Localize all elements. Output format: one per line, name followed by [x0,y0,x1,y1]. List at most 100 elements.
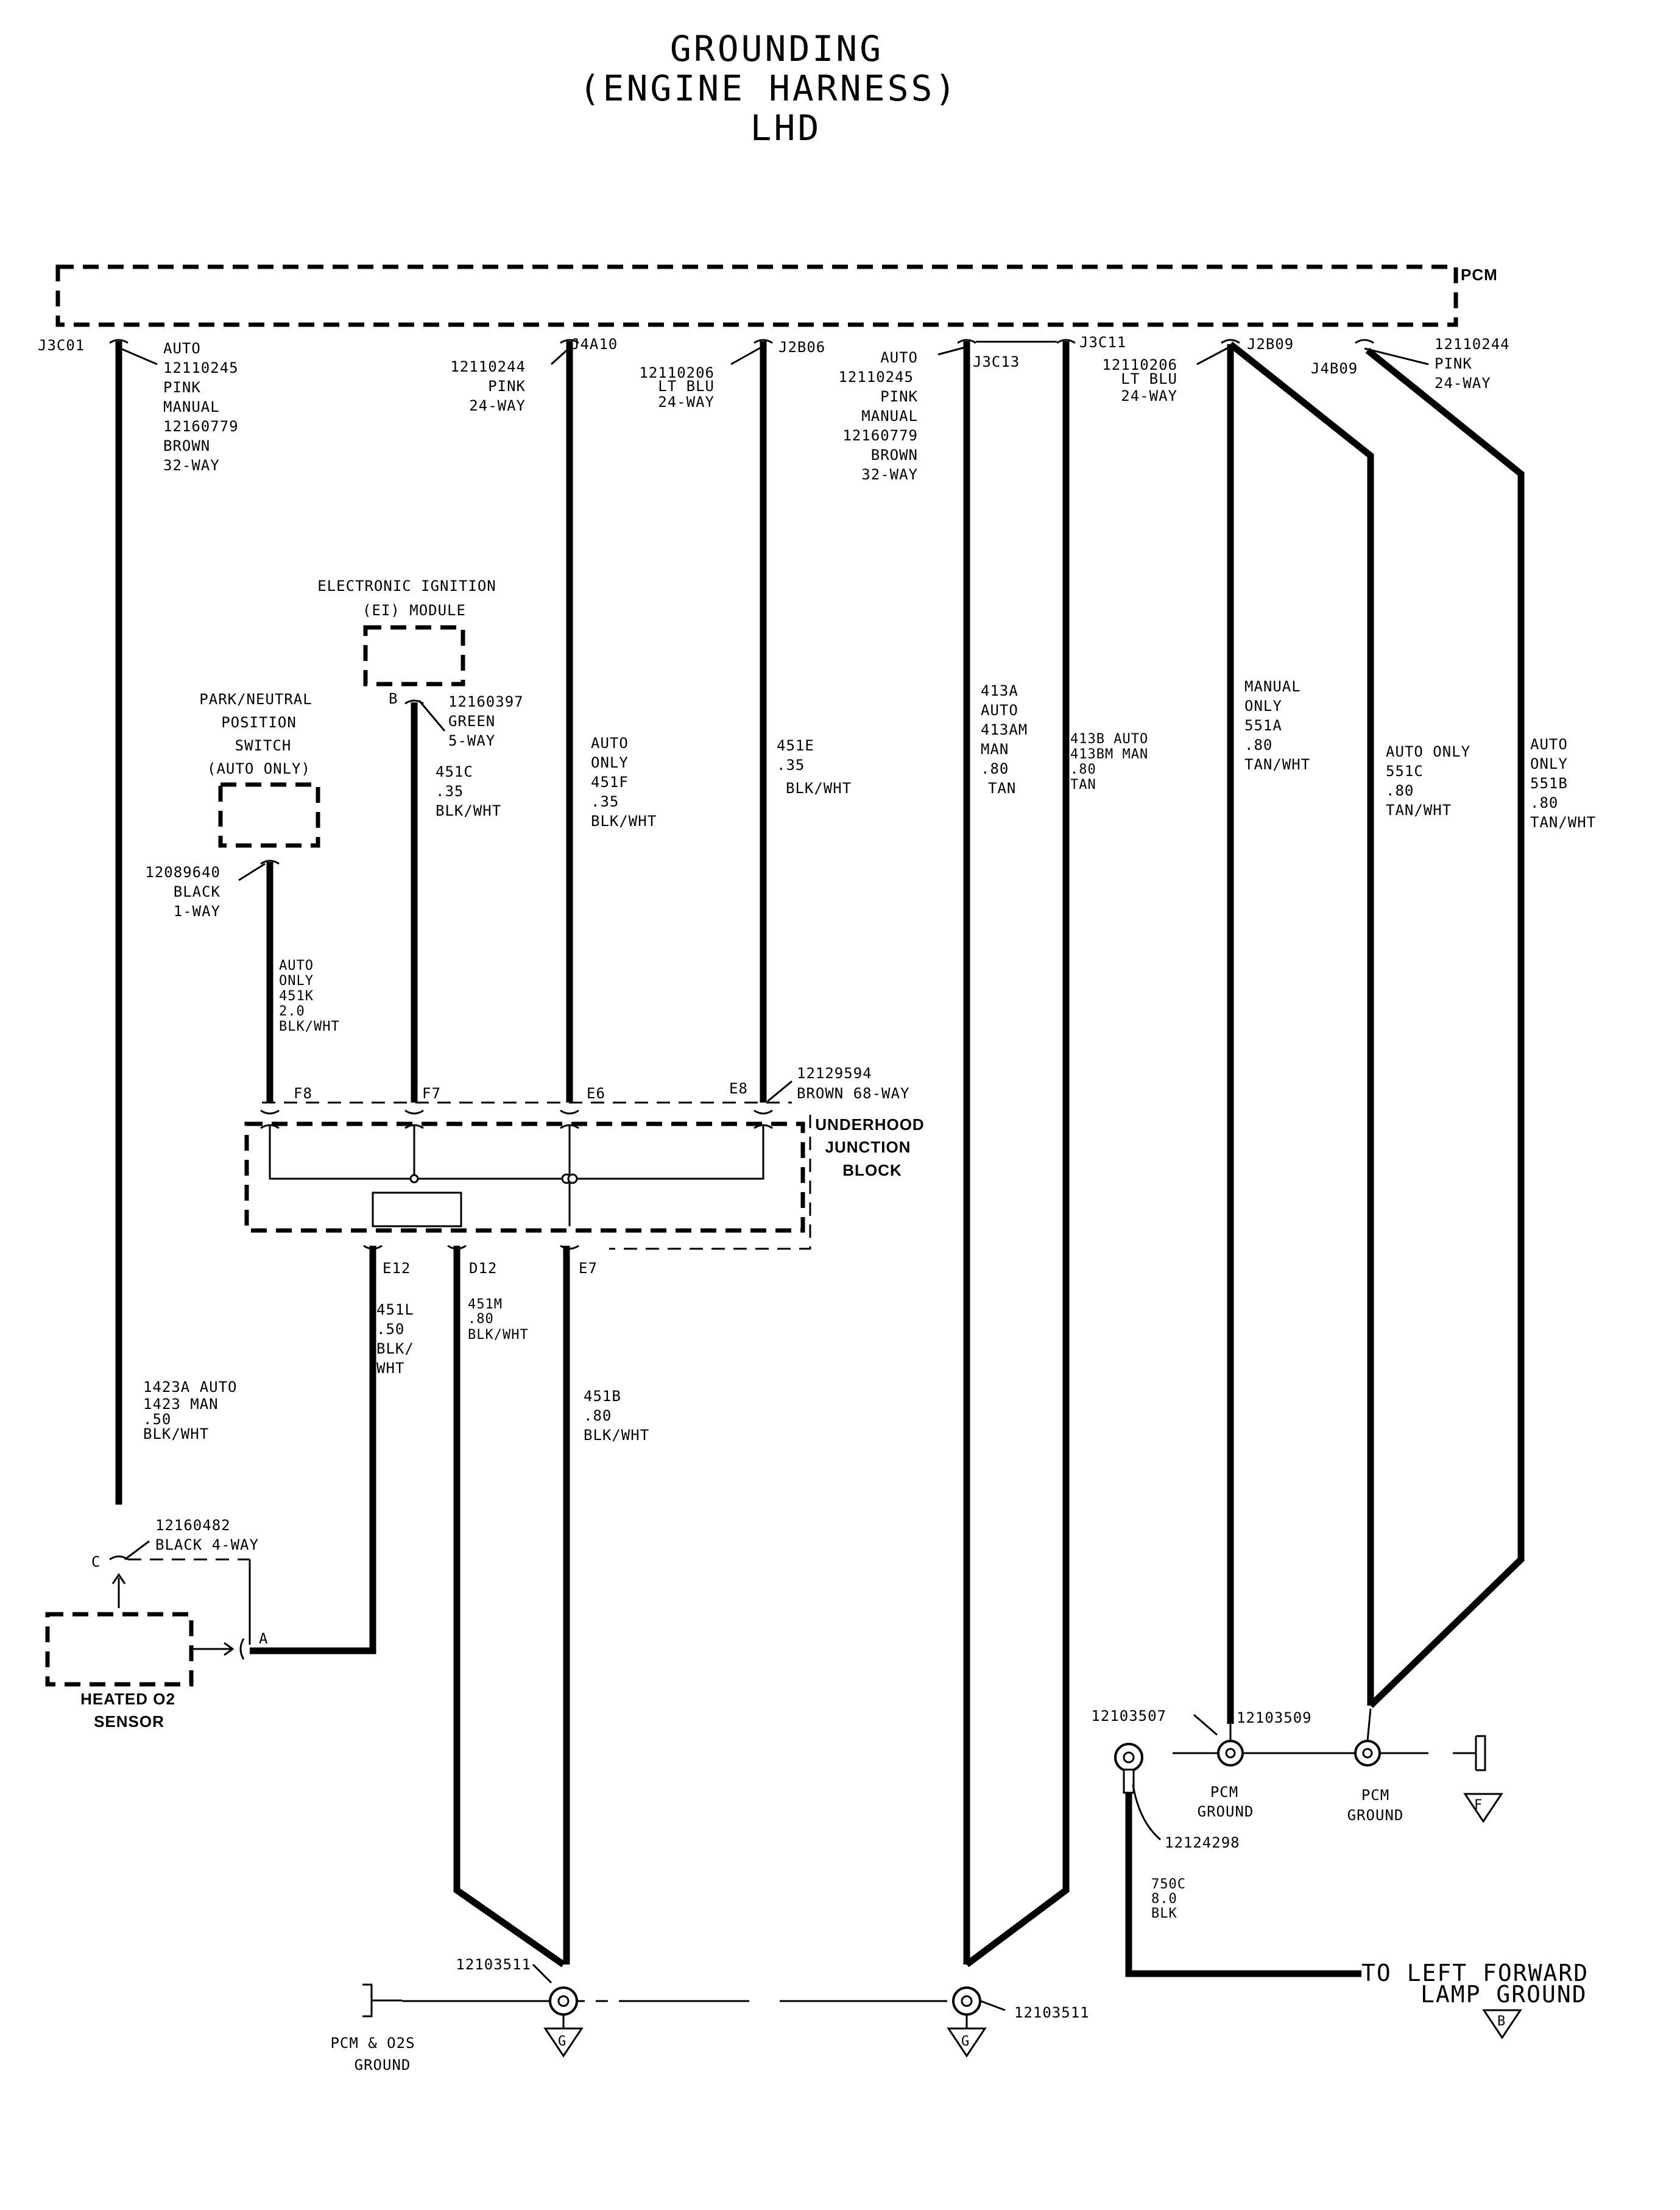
svg-text:D12: D12 [469,1260,497,1277]
svg-text:ONLY: ONLY [1530,755,1568,772]
pcm-module-box [55,264,1458,327]
svg-text:12089640: 12089640 [145,864,221,881]
svg-text:SWITCH: SWITCH [235,737,292,754]
svg-text:BLACK 4-WAY: BLACK 4-WAY [155,1536,259,1553]
svg-text:POSITION: POSITION [221,714,297,731]
pin-j3c13: J3C13 [973,353,1020,370]
connector-info-c5: 12110206 LT BLU 24-WAY [1102,346,1230,404]
title-line-3: LHD [750,107,822,149]
svg-text:.80: .80 [1244,736,1272,754]
svg-text:F8: F8 [294,1085,312,1102]
svg-text:MANUAL: MANUAL [861,408,918,425]
svg-text:BLOCK: BLOCK [842,1161,902,1179]
diagram-title: GROUNDING (ENGINE HARNESS) LHD [579,28,959,149]
pin-j3c01: J3C01 [38,337,85,354]
svg-text:ONLY: ONLY [1244,697,1282,715]
svg-text:12103509: 12103509 [1237,1709,1312,1726]
svg-text:12110206: 12110206 [1102,356,1177,373]
svg-text:.35: .35 [591,793,619,810]
svg-text:LT BLU: LT BLU [1121,370,1177,387]
svg-text:32-WAY: 32-WAY [861,466,918,483]
svg-text:1423A AUTO: 1423A AUTO [143,1379,238,1396]
svg-text:12160779: 12160779 [842,427,918,444]
svg-text:BLK/WHT: BLK/WHT [468,1327,529,1343]
connector-info-c2: 12110244 PINK 24-WAY [450,346,571,414]
svg-text:E6: E6 [587,1085,605,1102]
pcm-label: PCM [1461,266,1498,284]
wire-label-551a: MANUAL ONLY 551A .80 TAN/WHT [1244,678,1310,773]
svg-text:BROWN 68-WAY: BROWN 68-WAY [797,1085,909,1102]
svg-text:AUTO: AUTO [591,735,629,752]
svg-text:G: G [961,2034,970,2049]
title-line-1: GROUNDING [670,28,883,69]
eyelet-ground-right: G [947,1986,987,2058]
lamp-ground-terminal: 12124298 [1114,1743,1240,1851]
connector-info-c3: 12110206 LT BLU 24-WAY [639,346,762,411]
svg-text:TAN/WHT: TAN/WHT [1244,756,1310,773]
svg-text:BLK/WHT: BLK/WHT [786,780,852,797]
svg-text:LAMP GROUND: LAMP GROUND [1421,1981,1587,2008]
svg-text:12160482: 12160482 [155,1517,231,1534]
svg-text:PINK: PINK [880,388,918,405]
svg-text:451M: 451M [468,1297,503,1312]
wire-label-451c: 451C .35 BLK/WHT [436,763,501,819]
title-line-2: (ENGINE HARNESS) [579,68,959,109]
svg-text:413BM MAN: 413BM MAN [1070,747,1148,762]
svg-text:BLK/WHT: BLK/WHT [584,1427,649,1444]
wire-label-451e: 451E .35 BLK/WHT [777,737,852,797]
svg-text:.80: .80 [584,1407,612,1424]
svg-text:451F: 451F [591,774,629,791]
svg-text:12103511: 12103511 [1014,2004,1090,2021]
svg-text:24-WAY: 24-WAY [1435,375,1491,392]
eyelet-ground-left: G [543,1986,584,2058]
svg-text:AUTO: AUTO [880,349,918,366]
connector-info-ei: 12160397 GREEN 5-WAY [418,693,524,749]
wire-label-451k: AUTO ONLY 451K 2.0 BLK/WHT [279,958,339,1034]
svg-text:PINK: PINK [163,379,201,396]
svg-text:LT BLU: LT BLU [658,378,715,395]
svg-text:451B: 451B [584,1388,621,1405]
svg-text:413A: 413A [981,682,1018,699]
svg-text:WHT: WHT [376,1360,404,1377]
wire-551c [1228,341,1374,1706]
svg-text:451K: 451K [279,989,314,1004]
wire-750c [1125,1792,1361,1977]
svg-text:TAN/WHT: TAN/WHT [1386,802,1452,819]
svg-text:TAN/WHT: TAN/WHT [1530,814,1596,831]
wire-label-413b: 413B AUTO 413BM MAN .80 TAN [1070,732,1148,793]
wire-label-551c: AUTO ONLY 551C .80 TAN/WHT [1386,743,1470,819]
svg-text:750C: 750C [1151,1877,1186,1892]
svg-text:12110245: 12110245 [163,359,239,376]
wire-label-413a: 413A AUTO 413AM MAN .80 TAN [981,682,1027,797]
ground-labels-g: 12103511 12103511 PCM & O2S GROUND [330,1956,1089,2074]
svg-text:551B: 551B [1530,775,1568,792]
svg-text:1423 MAN: 1423 MAN [143,1396,219,1413]
svg-text:AUTO: AUTO [163,340,201,357]
svg-text:12129594: 12129594 [797,1065,872,1082]
svg-text:GROUND: GROUND [1347,1807,1404,1824]
svg-text:5-WAY: 5-WAY [448,732,495,749]
wire-label-451l: 451L .50 BLK/ WHT [376,1301,414,1377]
svg-text:G: G [558,2034,566,2049]
svg-text:.50: .50 [143,1411,171,1428]
svg-text:ONLY: ONLY [279,973,314,989]
svg-text:.50: .50 [376,1321,404,1338]
wire-label-1423: 1423A AUTO 1423 MAN .50 BLK/WHT [143,1379,238,1442]
park-neutral-switch: PARK/NEUTRAL POSITION SWITCH (AUTO ONLY) [199,691,320,865]
svg-text:12103507: 12103507 [1091,1707,1166,1725]
svg-text:1-WAY: 1-WAY [174,903,221,920]
svg-text:MANUAL: MANUAL [1244,678,1301,695]
pcm-ground-f: F 12103507 12103509 PCM GROUND PCM GROUN… [1091,1707,1503,1824]
wire-label-451m: 451M .80 BLK/WHT [468,1297,529,1343]
svg-text:12110206: 12110206 [639,364,715,381]
svg-text:12160779: 12160779 [163,418,239,435]
svg-text:12160397: 12160397 [448,693,524,710]
svg-text:.35: .35 [777,757,805,774]
svg-text:12103511: 12103511 [456,1956,531,1973]
pin-j3c11: J3C11 [1079,334,1126,351]
svg-text:551C: 551C [1386,763,1424,780]
svg-text:AUTO: AUTO [1530,736,1568,753]
svg-text:12110244: 12110244 [1435,336,1510,353]
svg-text:.80: .80 [981,760,1009,777]
